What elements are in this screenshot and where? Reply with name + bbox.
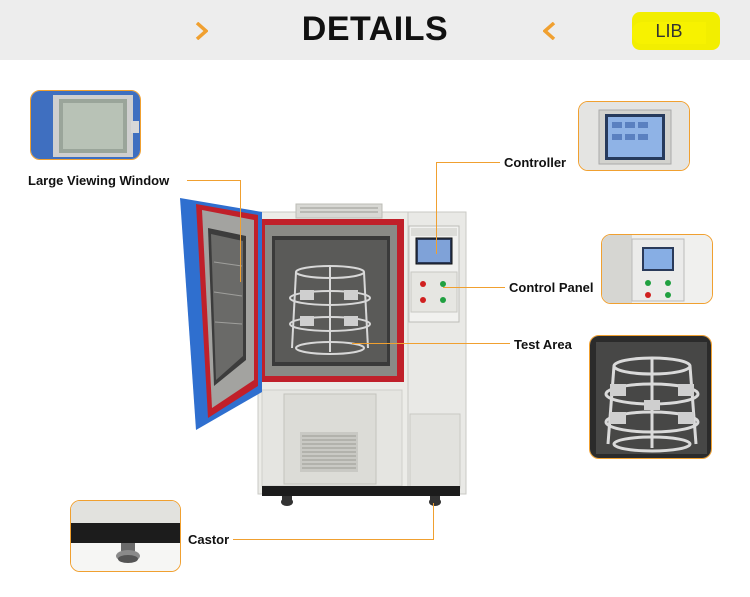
controller-photo [579, 102, 689, 170]
controller-inset [578, 101, 690, 171]
label-viewing-window: Large Viewing Window [28, 173, 170, 188]
viewing-window-inset [30, 90, 141, 160]
castor-inset [70, 500, 181, 572]
brand-logo: LIB [632, 12, 720, 50]
viewing-window-photo [31, 91, 140, 159]
castor-photo [71, 501, 180, 571]
label-test-area: Test Area [514, 337, 572, 352]
leader-line-controller [436, 162, 500, 163]
label-control-panel: Control Panel [509, 280, 594, 295]
leader-line-castor [233, 539, 434, 540]
leader-line-castor-v [433, 503, 434, 540]
header-bar: DETAILS LIB [0, 0, 750, 60]
page-title: DETAILS [301, 10, 449, 48]
brand-logo-text: LIB [655, 21, 683, 41]
label-castor: Castor [188, 532, 230, 547]
leader-line-control-panel [443, 287, 505, 288]
leader-line-viewing-window [187, 180, 241, 181]
control-panel-inset [601, 234, 713, 304]
control-panel-photo [602, 235, 712, 303]
leader-line-viewing-window-v [240, 180, 241, 282]
chevron-left-icon [543, 22, 556, 40]
leader-line-test-area [352, 343, 510, 344]
test-area-inset [589, 335, 712, 459]
label-controller: Controller [504, 155, 567, 170]
leader-line-controller-v [436, 162, 437, 254]
chevron-right-icon [195, 22, 208, 40]
test-area-photo [590, 336, 711, 458]
